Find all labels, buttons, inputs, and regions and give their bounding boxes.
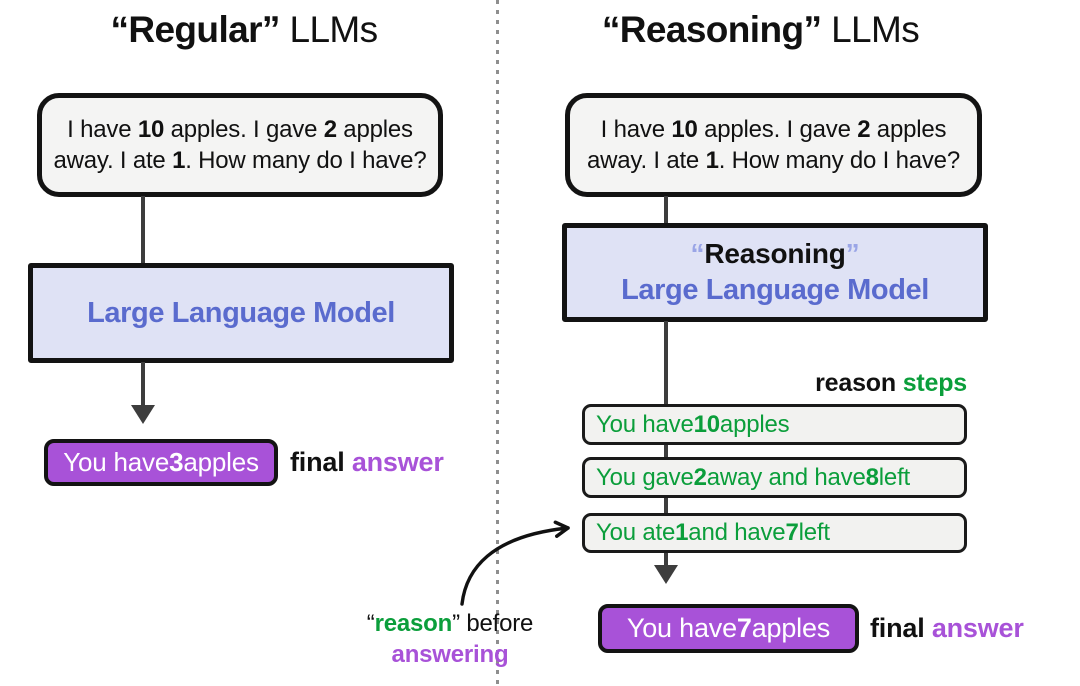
right-reasoning-llm-box: “Reasoning” Large Language Model [562, 223, 988, 322]
reasoning-llm-line2: Large Language Model [621, 274, 929, 306]
curved-arrow-icon [460, 520, 570, 606]
left-connector-line [141, 196, 145, 264]
left-llm-label: Large Language Model [87, 296, 395, 329]
annotation-line1: “reason” before [366, 610, 534, 637]
right-prompt-line1: I have 10 apples. I gave 2 apples [600, 116, 947, 143]
left-final-answer-label: final answer [290, 447, 444, 477]
left-column-title: “Regular” LLMs [110, 9, 378, 50]
left-down-arrow-shaft [141, 362, 145, 406]
left-down-arrow-icon [131, 405, 155, 424]
left-prompt-box: I have 10 apples. I gave 2 apples away. … [37, 93, 443, 197]
reasoning-llm-line1: “Reasoning” [690, 238, 860, 269]
annotation-line2: answering [391, 641, 509, 668]
right-down-arrow-icon [654, 565, 678, 584]
right-prompt-box: I have 10 apples. I gave 2 apples away. … [565, 93, 982, 197]
left-prompt-line2: away. I ate 1. How many do I have? [53, 147, 427, 174]
right-prompt-line2: away. I ate 1. How many do I have? [587, 147, 960, 174]
reason-step-1: You have 10 apples [582, 404, 967, 445]
reason-step-3: You ate 1 and have 7 left [582, 513, 967, 553]
reason-before-answering-annotation: “reason” before answering [344, 608, 556, 670]
left-llm-box: Large Language Model [28, 263, 454, 363]
reason-step-2: You gave 2 away and have 8 left [582, 457, 967, 498]
right-connector-line-top [664, 196, 668, 224]
left-prompt-line1: I have 10 apples. I gave 2 apples [67, 116, 413, 143]
right-final-answer-label: final answer [870, 613, 1024, 643]
right-final-answer-box: You have 7 apples [598, 604, 859, 653]
dashed-divider [496, 0, 499, 686]
right-column-title: “Reasoning” LLMs [601, 9, 920, 50]
reason-steps-label: reason steps [815, 369, 967, 397]
left-final-answer-box: You have 3 apples [44, 439, 278, 486]
